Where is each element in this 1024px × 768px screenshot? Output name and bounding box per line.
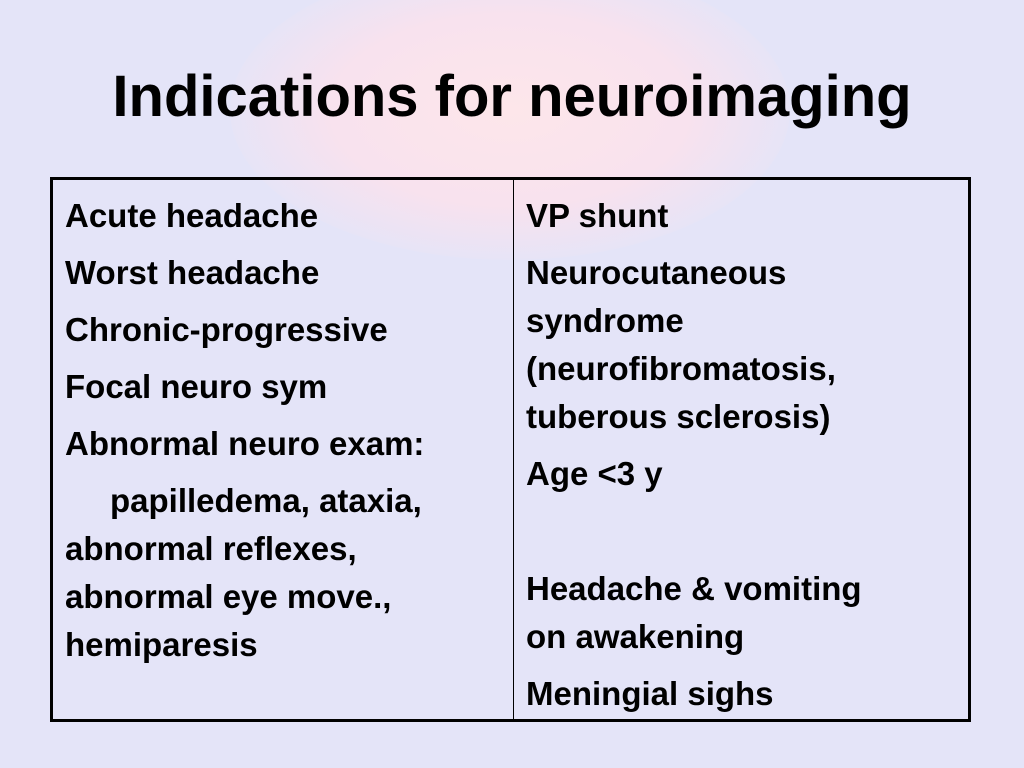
background-glow	[230, 0, 790, 260]
headache-vomiting-line-2: on awakening	[526, 618, 745, 655]
neurocutaneous-line-1: Neurocutaneous	[526, 254, 787, 291]
left-column: Acute headache Worst headache Chronic-pr…	[53, 180, 514, 719]
item-focal-neuro-sym: Focal neuro sym	[65, 368, 328, 405]
item-worst-headache: Worst headache	[65, 254, 320, 291]
item-chronic-progressive: Chronic-progressive	[65, 311, 388, 348]
item-acute-headache: Acute headache	[65, 197, 319, 234]
exam-details-line-1: papilledema, ataxia,	[110, 482, 422, 519]
neurocutaneous-line-4: tuberous sclerosis)	[526, 398, 831, 435]
item-neurocutaneous-syndrome: Neurocutaneous syndrome (neurofibromatos…	[526, 249, 958, 441]
exam-details-line-3: abnormal eye move.,	[65, 578, 392, 615]
right-column: VP shunt Neurocutaneous syndrome (neurof…	[514, 180, 968, 719]
headache-vomiting-line-1: Headache & vomiting	[526, 570, 862, 607]
neurocutaneous-line-2: syndrome	[526, 302, 684, 339]
item-vp-shunt: VP shunt	[526, 197, 669, 234]
exam-details-line-4: hemiparesis	[65, 626, 258, 663]
item-abnormal-neuro-exam: Abnormal neuro exam:	[65, 425, 425, 462]
indications-table: Acute headache Worst headache Chronic-pr…	[50, 177, 971, 722]
item-exam-details: papilledema, ataxia, abnormal reflexes, …	[65, 477, 503, 669]
spacer	[526, 507, 958, 565]
neurocutaneous-line-3: (neurofibromatosis,	[526, 350, 836, 387]
slide-title: Indications for neuroimaging	[112, 64, 912, 129]
item-headache-vomiting: Headache & vomiting on awakening	[526, 565, 958, 661]
exam-details-line-2: abnormal reflexes,	[65, 530, 357, 567]
item-meningial-sighs: Meningial sighs	[526, 675, 774, 712]
item-age: Age <3 y	[526, 455, 663, 492]
